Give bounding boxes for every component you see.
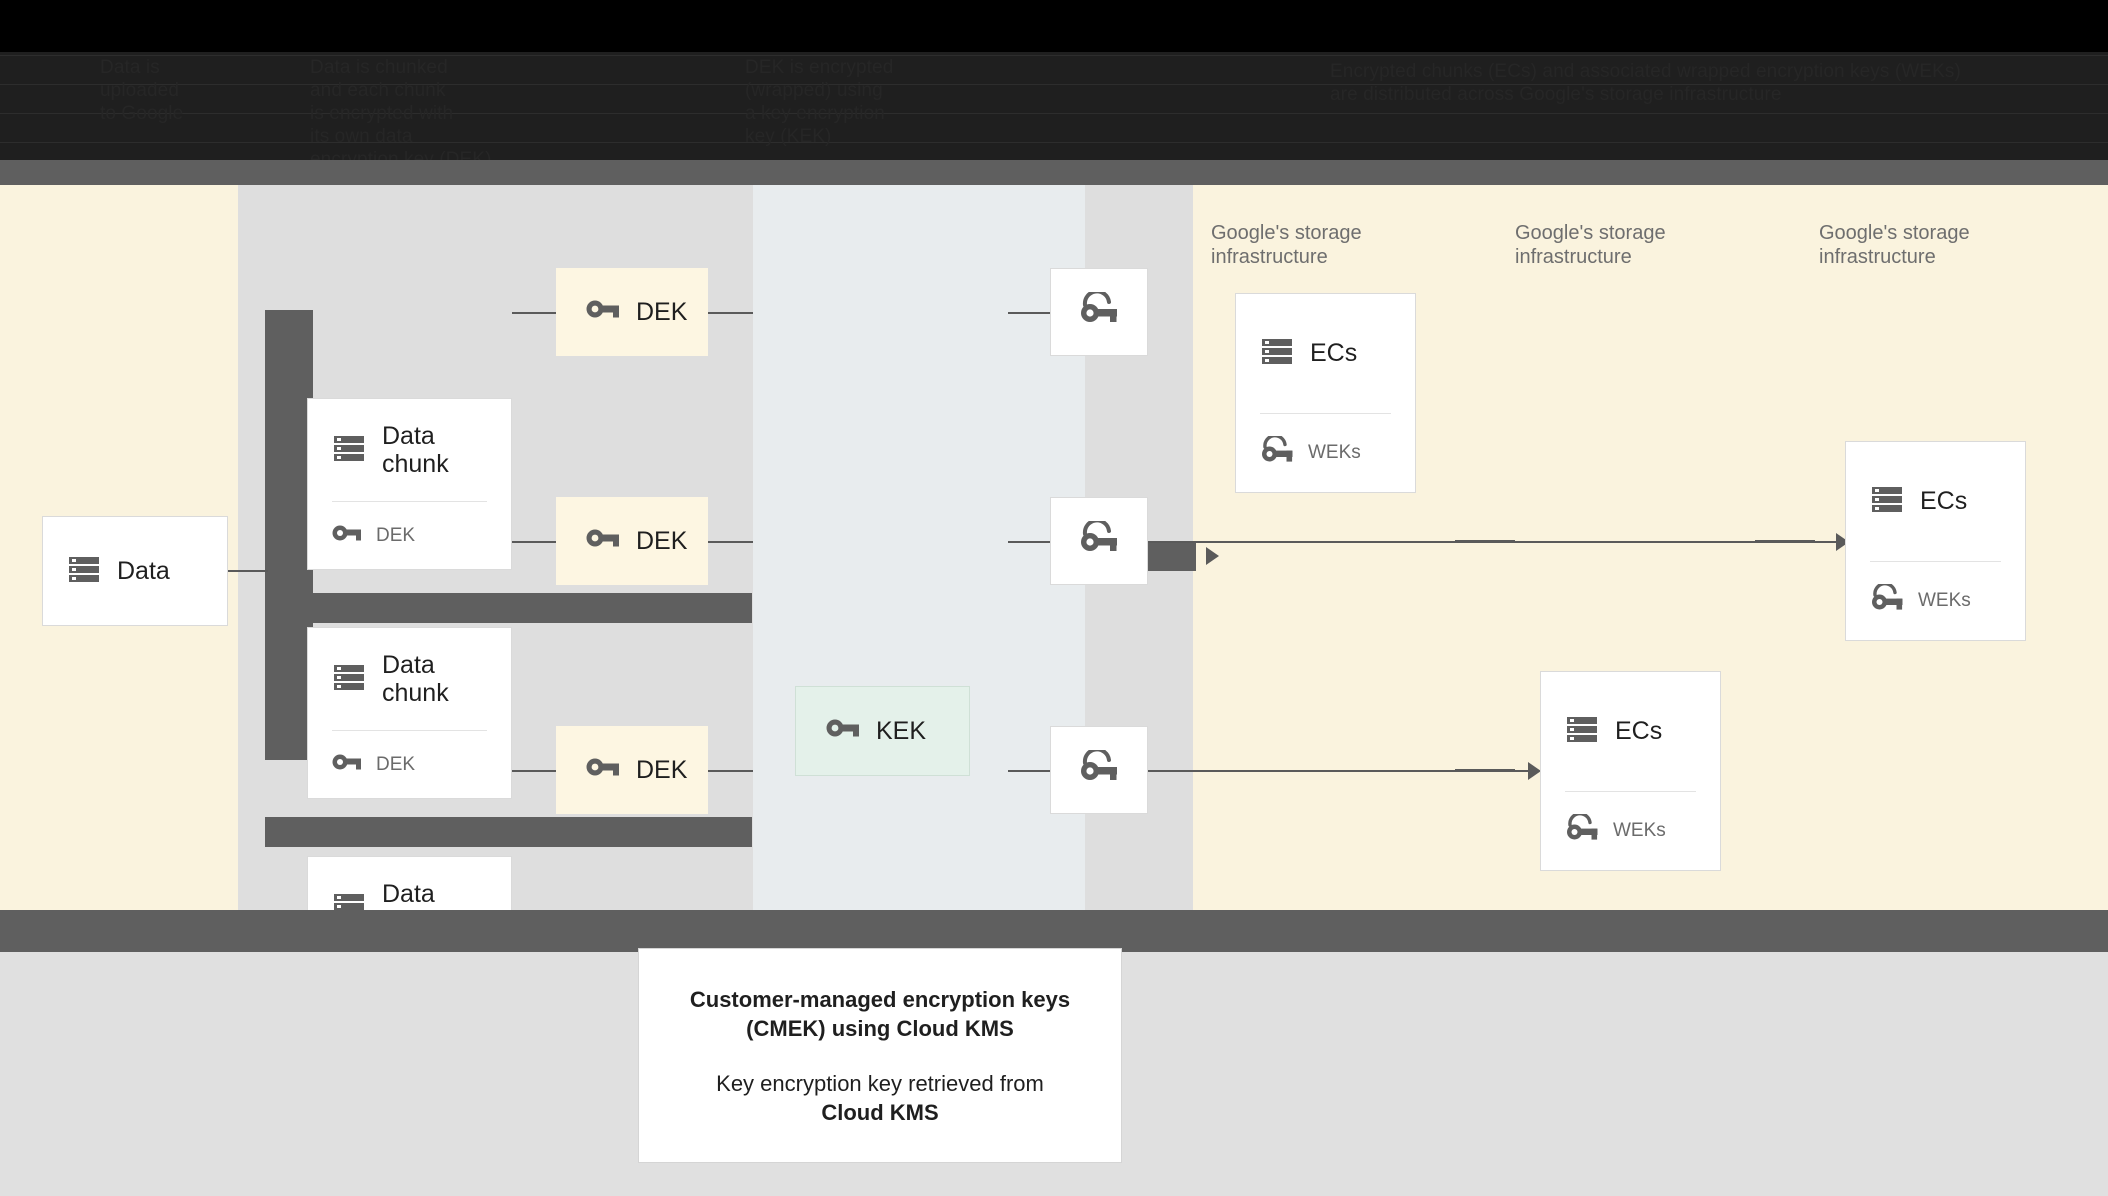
connector-to-wkey3 — [1008, 770, 1050, 772]
box-label: DEK — [636, 755, 688, 784]
arrow-line-thick-2 — [1455, 540, 1515, 543]
card-data-source[interactable]: Data — [42, 516, 228, 626]
diagram-canvas: Data Data chunk DEK — [0, 185, 2108, 1028]
arrow-to-ecs-3 — [1528, 762, 1541, 780]
key-icon — [332, 522, 362, 549]
spine-vertical — [265, 310, 313, 760]
wrapped-key-icon — [1079, 517, 1119, 562]
header-step-upload: Data is uploaded to Google — [100, 57, 184, 124]
infra-label-3: Google's storage infrastructure — [1819, 222, 1970, 268]
key-icon — [332, 751, 362, 778]
key-icon — [586, 297, 620, 328]
arrow-line-thick-3 — [1455, 769, 1515, 772]
server-icon — [1565, 712, 1599, 751]
card-key-label: WEKs — [1613, 819, 1666, 841]
box-dek-3[interactable]: DEK — [556, 726, 708, 814]
card-title: Data — [117, 557, 170, 585]
box-label: DEK — [636, 297, 688, 326]
infra-label-2: Google's storage infrastructure — [1515, 222, 1666, 268]
server-icon — [332, 431, 366, 470]
card-divider — [1260, 412, 1391, 414]
card-ecs-3[interactable]: ECs WEKs — [1540, 671, 1721, 871]
wrapped-key-icon — [1565, 812, 1599, 847]
arrow-line-thick-2b — [1755, 540, 1815, 543]
arrow-to-ecs-1 — [1206, 547, 1219, 565]
server-icon — [1870, 482, 1904, 521]
connector-dek1-out — [708, 312, 753, 314]
box-wrapped-key-2[interactable] — [1050, 497, 1148, 585]
card-divider — [1870, 560, 2001, 562]
connector-dek2-out — [708, 541, 753, 543]
header-rule — [0, 113, 2108, 114]
header-band: Data is uploaded to Google Data is chunk… — [0, 0, 2108, 170]
connector-to-wkey2 — [1008, 541, 1050, 543]
card-key-label: DEK — [376, 524, 416, 546]
card-title: ECs — [1920, 487, 1968, 516]
box-label: KEK — [876, 716, 927, 745]
wrapped-key-icon — [1870, 582, 1904, 617]
header-step-distribute: Encrypted chunks (ECs) and associated wr… — [1330, 61, 1961, 105]
spine-branch-lower — [265, 817, 752, 847]
arrow-line-to-ecs-3 — [1148, 770, 1528, 772]
card-title: ECs — [1615, 717, 1663, 746]
card-divider — [1565, 790, 1696, 792]
card-key-label: WEKs — [1918, 589, 1971, 611]
connector-chunk1-dek — [512, 312, 556, 314]
header-separator-band — [0, 160, 2108, 185]
wrapped-key-icon — [1079, 288, 1119, 333]
connector-chunk3-dek — [512, 770, 556, 772]
connector-dek3-out — [708, 770, 753, 772]
box-wrapped-key-3[interactable] — [1050, 726, 1148, 814]
caption-body-strong: Cloud KMS — [821, 1099, 939, 1125]
header-step-wrap: DEK is encrypted (wrapped) using a key e… — [745, 57, 894, 147]
card-title: ECs — [1310, 339, 1358, 368]
spine-branch-middle — [265, 593, 752, 623]
server-icon — [67, 552, 101, 591]
key-icon — [826, 716, 860, 747]
footer-separator-band — [0, 910, 2108, 952]
box-wrapped-key-1[interactable] — [1050, 268, 1148, 356]
card-title: Data chunk — [382, 422, 449, 478]
header-step-chunk: Data is chunked and each chunk is encryp… — [310, 57, 491, 170]
server-icon — [1260, 334, 1294, 373]
card-key-label: WEKs — [1308, 441, 1361, 463]
header-rule — [0, 84, 2108, 85]
server-icon — [332, 660, 366, 699]
card-divider — [332, 730, 487, 731]
caption-card: Customer-managed encryption keys (CMEK) … — [638, 948, 1122, 1163]
card-key-label: DEK — [376, 753, 416, 775]
caption-body-lead: Key encryption key retrieved from — [716, 1070, 1044, 1096]
wrapped-key-icon — [1260, 434, 1294, 469]
card-ecs-2[interactable]: ECs WEKs — [1845, 441, 2026, 641]
key-icon — [586, 755, 620, 786]
box-dek-2[interactable]: DEK — [556, 497, 708, 585]
box-label: DEK — [636, 526, 688, 555]
wrapped-key-icon — [1079, 746, 1119, 791]
box-kek[interactable]: KEK — [795, 686, 970, 776]
caption-body: Key encryption key retrieved from Cloud … — [716, 1069, 1044, 1127]
box-dek-1[interactable]: DEK — [556, 268, 708, 356]
card-title: Data chunk — [382, 651, 449, 707]
caption-title: Customer-managed encryption keys (CMEK) … — [689, 986, 1071, 1041]
card-data-chunk-2[interactable]: Data chunk DEK — [307, 627, 512, 799]
card-divider — [332, 501, 487, 502]
header-rule — [0, 55, 2108, 56]
card-ecs-1[interactable]: ECs WEKs — [1235, 293, 1416, 493]
connector-data-to-spine — [228, 570, 268, 572]
header-rule — [0, 142, 2108, 143]
key-icon — [586, 526, 620, 557]
infra-label-1: Google's storage infrastructure — [1211, 222, 1362, 268]
connector-chunk2-dek — [512, 541, 556, 543]
connector-to-wkey1 — [1008, 312, 1050, 314]
card-data-chunk-1[interactable]: Data chunk DEK — [307, 398, 512, 570]
